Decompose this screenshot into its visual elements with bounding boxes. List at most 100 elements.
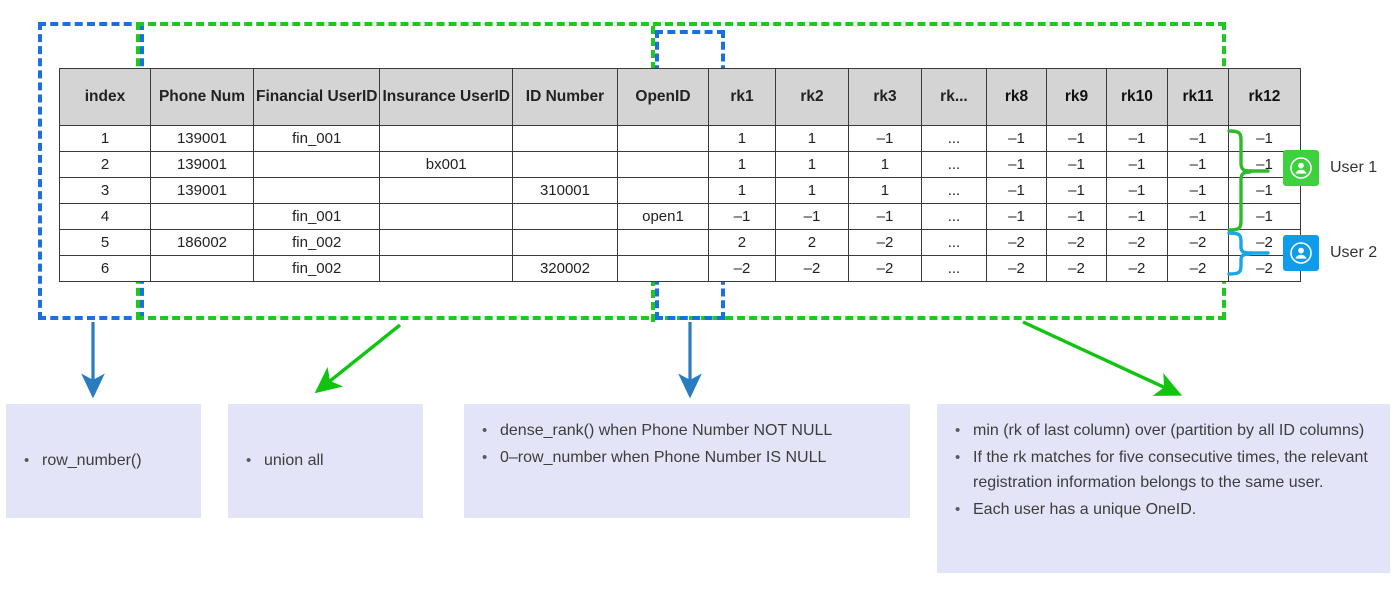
cell-rk9: –1 [1045,125,1107,152]
cell-rk9: –1 [1045,203,1107,230]
cell-rk11: –1 [1166,151,1229,178]
col-header-financial-userid: Financial UserID [252,68,381,126]
cell-rk11: –2 [1166,255,1229,282]
cell-openid [616,177,709,204]
cell-insurance-userid [379,229,513,256]
callout-union-all-list: union all [244,448,323,475]
cell-rk10: –1 [1105,125,1168,152]
cell-rk1: 2 [707,229,776,256]
cell-rk3: –2 [847,229,922,256]
cell-rk3: –1 [847,125,922,152]
cell-index: 2 [59,151,151,178]
callout-row-number: row_number() [6,404,201,518]
cell-rk10: –1 [1105,203,1168,230]
cell-rk-ellipsis: ... [920,125,987,152]
cell-rk-ellipsis: ... [920,151,987,178]
cell-index: 4 [59,203,151,230]
cell-openid [616,151,709,178]
cell-rk8: –2 [985,255,1047,282]
cell-rk9: –1 [1045,177,1107,204]
cell-openid: open1 [616,203,709,230]
callout-dense-rank-list: dense_rank() when Phone Number NOT NULL … [480,418,892,470]
cell-rk8: –1 [985,125,1047,152]
callout-item: union all [246,448,323,473]
cell-rk-ellipsis: ... [920,177,987,204]
cell-rk-ellipsis: ... [920,255,987,282]
cell-financial-userid: fin_001 [252,125,381,152]
col-header-rk8: rk8 [985,68,1047,126]
cell-id-number [511,125,618,152]
cell-index: 3 [59,177,151,204]
col-header-insurance-userid: Insurance UserID [379,68,513,126]
col-header-index: index [59,68,151,126]
col-header-id-number: ID Number [511,68,618,126]
cell-rk-ellipsis: ... [920,203,987,230]
cell-rk1: 1 [707,125,776,152]
cell-rk12: –1 [1227,203,1301,230]
cell-insurance-userid [379,255,513,282]
cell-rk10: –2 [1105,255,1168,282]
cell-rk12: –1 [1227,125,1301,152]
cell-rk2: 1 [774,151,849,178]
col-header-phone: Phone Num [150,68,254,126]
cell-rk8: –1 [985,203,1047,230]
callout-row-number-list: row_number() [22,448,142,475]
callout-item: row_number() [24,448,142,473]
cell-phone [150,203,254,230]
cell-insurance-userid [379,125,513,152]
cell-rk10: –2 [1105,229,1168,256]
cell-rk8: –2 [985,229,1047,256]
cell-financial-userid: fin_002 [252,255,381,282]
cell-rk11: –1 [1166,177,1229,204]
legend-user-2-label: User 2 [1330,244,1378,261]
cell-rk3: –2 [847,255,922,282]
col-header-rk11: rk11 [1166,68,1229,126]
cell-rk1: –1 [707,203,776,230]
cell-phone: 139001 [150,177,254,204]
cell-id-number [511,229,618,256]
callout-item: 0–row_number when Phone Number IS NULL [482,445,892,470]
callout-union-all: union all [228,404,423,518]
col-header-rk-ellipsis: rk... [920,68,987,126]
cell-rk11: –1 [1166,125,1229,152]
col-header-rk10: rk10 [1105,68,1168,126]
user-circle-icon [1283,150,1319,186]
callout-item: Each user has a unique OneID. [955,497,1372,522]
cell-index: 6 [59,255,151,282]
cell-id-number: 310001 [511,177,618,204]
cell-rk2: –1 [774,203,849,230]
col-header-rk12: rk12 [1227,68,1301,126]
cell-id-number [511,203,618,230]
cell-rk1: 1 [707,177,776,204]
cell-rk3: 1 [847,177,922,204]
cell-rk3: 1 [847,151,922,178]
cell-openid [616,125,709,152]
callout-item: min (rk of last column) over (partition … [955,418,1372,443]
cell-rk8: –1 [985,177,1047,204]
cell-phone: 139001 [150,125,254,152]
callout-min-rk-list: min (rk of last column) over (partition … [953,418,1372,522]
legend-user-2: User 2 [1283,235,1377,271]
cell-openid [616,229,709,256]
cell-phone [150,255,254,282]
callout-item: If the rk matches for five consecutive t… [955,445,1372,495]
cell-rk9: –2 [1045,229,1107,256]
cell-rk9: –2 [1045,255,1107,282]
user-circle-icon [1283,235,1319,271]
cell-id-number: 320002 [511,255,618,282]
cell-rk1: 1 [707,151,776,178]
cell-financial-userid [252,151,381,178]
legend-user-1: User 1 [1283,150,1377,186]
cell-financial-userid: fin_001 [252,203,381,230]
cell-rk3: –1 [847,203,922,230]
callout-min-rk: min (rk of last column) over (partition … [937,404,1390,573]
cell-rk2: 2 [774,229,849,256]
cell-openid [616,255,709,282]
